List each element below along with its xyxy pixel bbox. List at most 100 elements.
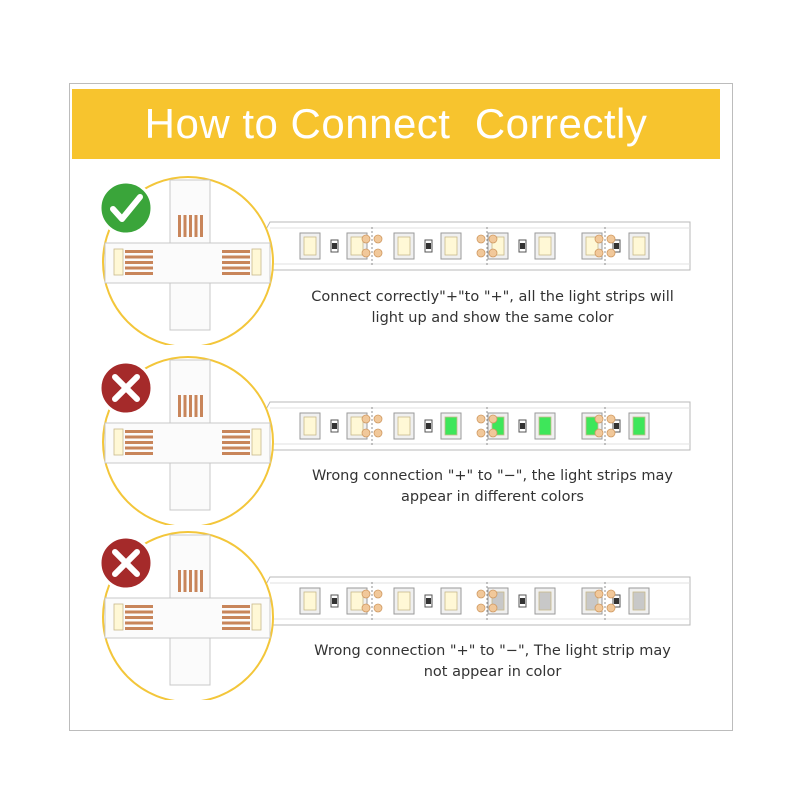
led-unit: [393, 587, 415, 615]
section-illustration: [98, 531, 691, 700]
led-chip: [303, 591, 317, 611]
connector-led: [251, 248, 262, 276]
led-unit: [424, 412, 462, 440]
connector-pin: [194, 215, 198, 237]
solder-pad: [361, 248, 371, 258]
section-correct: Connect correctly"+"to "+", all the ligh…: [0, 175, 800, 345]
connector-pin: [222, 446, 250, 450]
resistor-body: [614, 243, 619, 249]
solder-pad: [594, 589, 604, 599]
connector-pin: [200, 570, 203, 592]
led-unit: [518, 412, 556, 440]
connector-pin: [194, 570, 198, 592]
led-chip: [397, 416, 411, 436]
led-strip: [262, 401, 691, 451]
led-strip: [262, 221, 691, 271]
connector-pin: [222, 435, 250, 439]
led-chip: [585, 416, 599, 436]
connector-pin: [183, 570, 187, 592]
connector-pin: [222, 627, 250, 630]
cut-point: [476, 582, 498, 620]
solder-pad: [488, 589, 498, 599]
solder-pad: [476, 234, 486, 244]
connector-pin: [200, 215, 203, 237]
led-unit: [299, 587, 321, 615]
connector-pin: [222, 250, 250, 253]
connector-pin: [125, 430, 153, 433]
connector-led: [113, 248, 124, 276]
solder-pad: [373, 234, 383, 244]
solder-pad: [373, 589, 383, 599]
caption-line: light up and show the same color: [371, 310, 614, 326]
led-chip: [397, 591, 411, 611]
caption-line: not appear in color: [423, 664, 562, 680]
connector-pin: [222, 621, 250, 625]
connector-pin: [183, 395, 187, 417]
cut-point: [594, 407, 616, 445]
x-icon: [112, 549, 140, 577]
connector-pin: [125, 261, 153, 264]
connector-pin: [178, 215, 181, 237]
cut-point: [476, 227, 498, 265]
led-chip: [444, 591, 458, 611]
resistor-body: [332, 423, 337, 429]
connector-pin: [125, 616, 153, 619]
caption-line: Connect correctly"+"to "+", all the ligh…: [311, 289, 674, 305]
resistor-body: [520, 243, 525, 249]
section-caption: Connect correctly"+"to "+", all the ligh…: [280, 287, 705, 329]
connector-pin: [222, 430, 250, 433]
resistor-body: [520, 423, 525, 429]
caption-line: Wrong connection "+" to "−", The light s…: [314, 643, 671, 659]
connector-pin: [189, 215, 192, 237]
solder-pad: [373, 428, 383, 438]
connector-pin: [189, 395, 192, 417]
led-strip: [262, 576, 691, 626]
caption-line: appear in different colors: [401, 489, 584, 505]
x-stroke: [112, 549, 140, 577]
led-unit: [612, 232, 650, 260]
led-unit: [393, 232, 415, 260]
solder-pad: [606, 248, 616, 258]
connector-pin: [125, 627, 153, 630]
solder-pad: [361, 428, 371, 438]
led-chip: [350, 416, 364, 436]
led-chip: [632, 591, 646, 611]
resistor-body: [426, 423, 431, 429]
connector-pin: [222, 452, 250, 455]
solder-pad: [361, 414, 371, 424]
led-unit: [424, 232, 462, 260]
led-unit: [330, 587, 368, 615]
solder-pad: [594, 234, 604, 244]
led-chip: [538, 591, 552, 611]
section-caption: Wrong connection "+" to "−", the light s…: [280, 466, 705, 508]
connector-pin: [222, 261, 250, 264]
solder-pad: [488, 234, 498, 244]
connector-pin: [125, 272, 153, 275]
led-chip: [397, 236, 411, 256]
cut-point: [361, 407, 383, 445]
page-title: How to Connect Correctly: [72, 89, 720, 159]
solder-pad: [606, 234, 616, 244]
solder-pad: [373, 603, 383, 613]
connector-pin: [125, 446, 153, 450]
solder-pad: [373, 414, 383, 424]
resistor-body: [426, 598, 431, 604]
connector-led: [113, 603, 124, 631]
solder-pad: [606, 589, 616, 599]
led-chip: [632, 416, 646, 436]
cut-point: [361, 582, 383, 620]
badge-circle: [98, 180, 154, 236]
resistor-body: [614, 598, 619, 604]
led-unit: [518, 587, 556, 615]
connector-pin: [125, 255, 153, 259]
resistor-body: [426, 243, 431, 249]
solder-pad: [361, 234, 371, 244]
connector-pin: [125, 435, 153, 439]
connector-led: [251, 603, 262, 631]
cut-point: [361, 227, 383, 265]
connector-pin: [183, 215, 187, 237]
solder-pad: [594, 428, 604, 438]
connector-pin: [222, 441, 250, 444]
solder-pad: [594, 414, 604, 424]
led-unit: [299, 232, 321, 260]
